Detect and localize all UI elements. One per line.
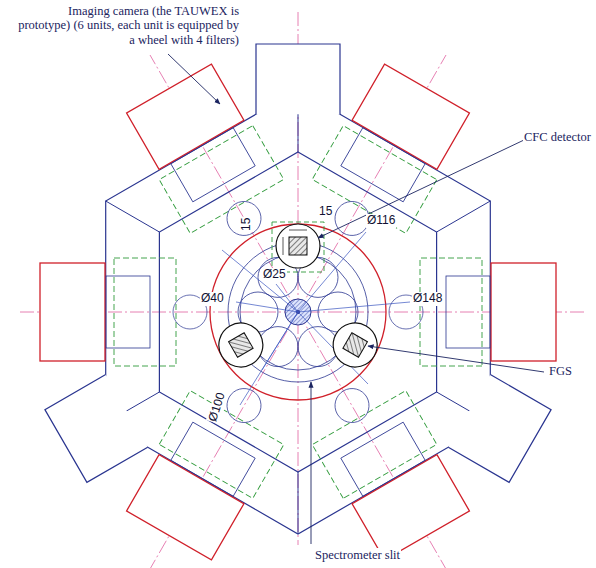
dimension-label: Ø116 (366, 214, 396, 228)
callout-label: FGS (548, 364, 573, 378)
callout-label: CFC detector (523, 130, 592, 144)
dimension-label: Ø25 (262, 268, 287, 282)
dimension-label: 15 (240, 217, 254, 232)
dimension-label: Ø100 (206, 390, 229, 424)
callout-label: Spectrometer slit (314, 548, 401, 562)
dimension-label: Ø148 (412, 292, 443, 306)
dimension-label: Ø40 (200, 292, 225, 306)
callout-note: Imaging camera (the TAUWEX is prototype)… (16, 4, 240, 47)
dimension-label: 15 (318, 205, 333, 219)
